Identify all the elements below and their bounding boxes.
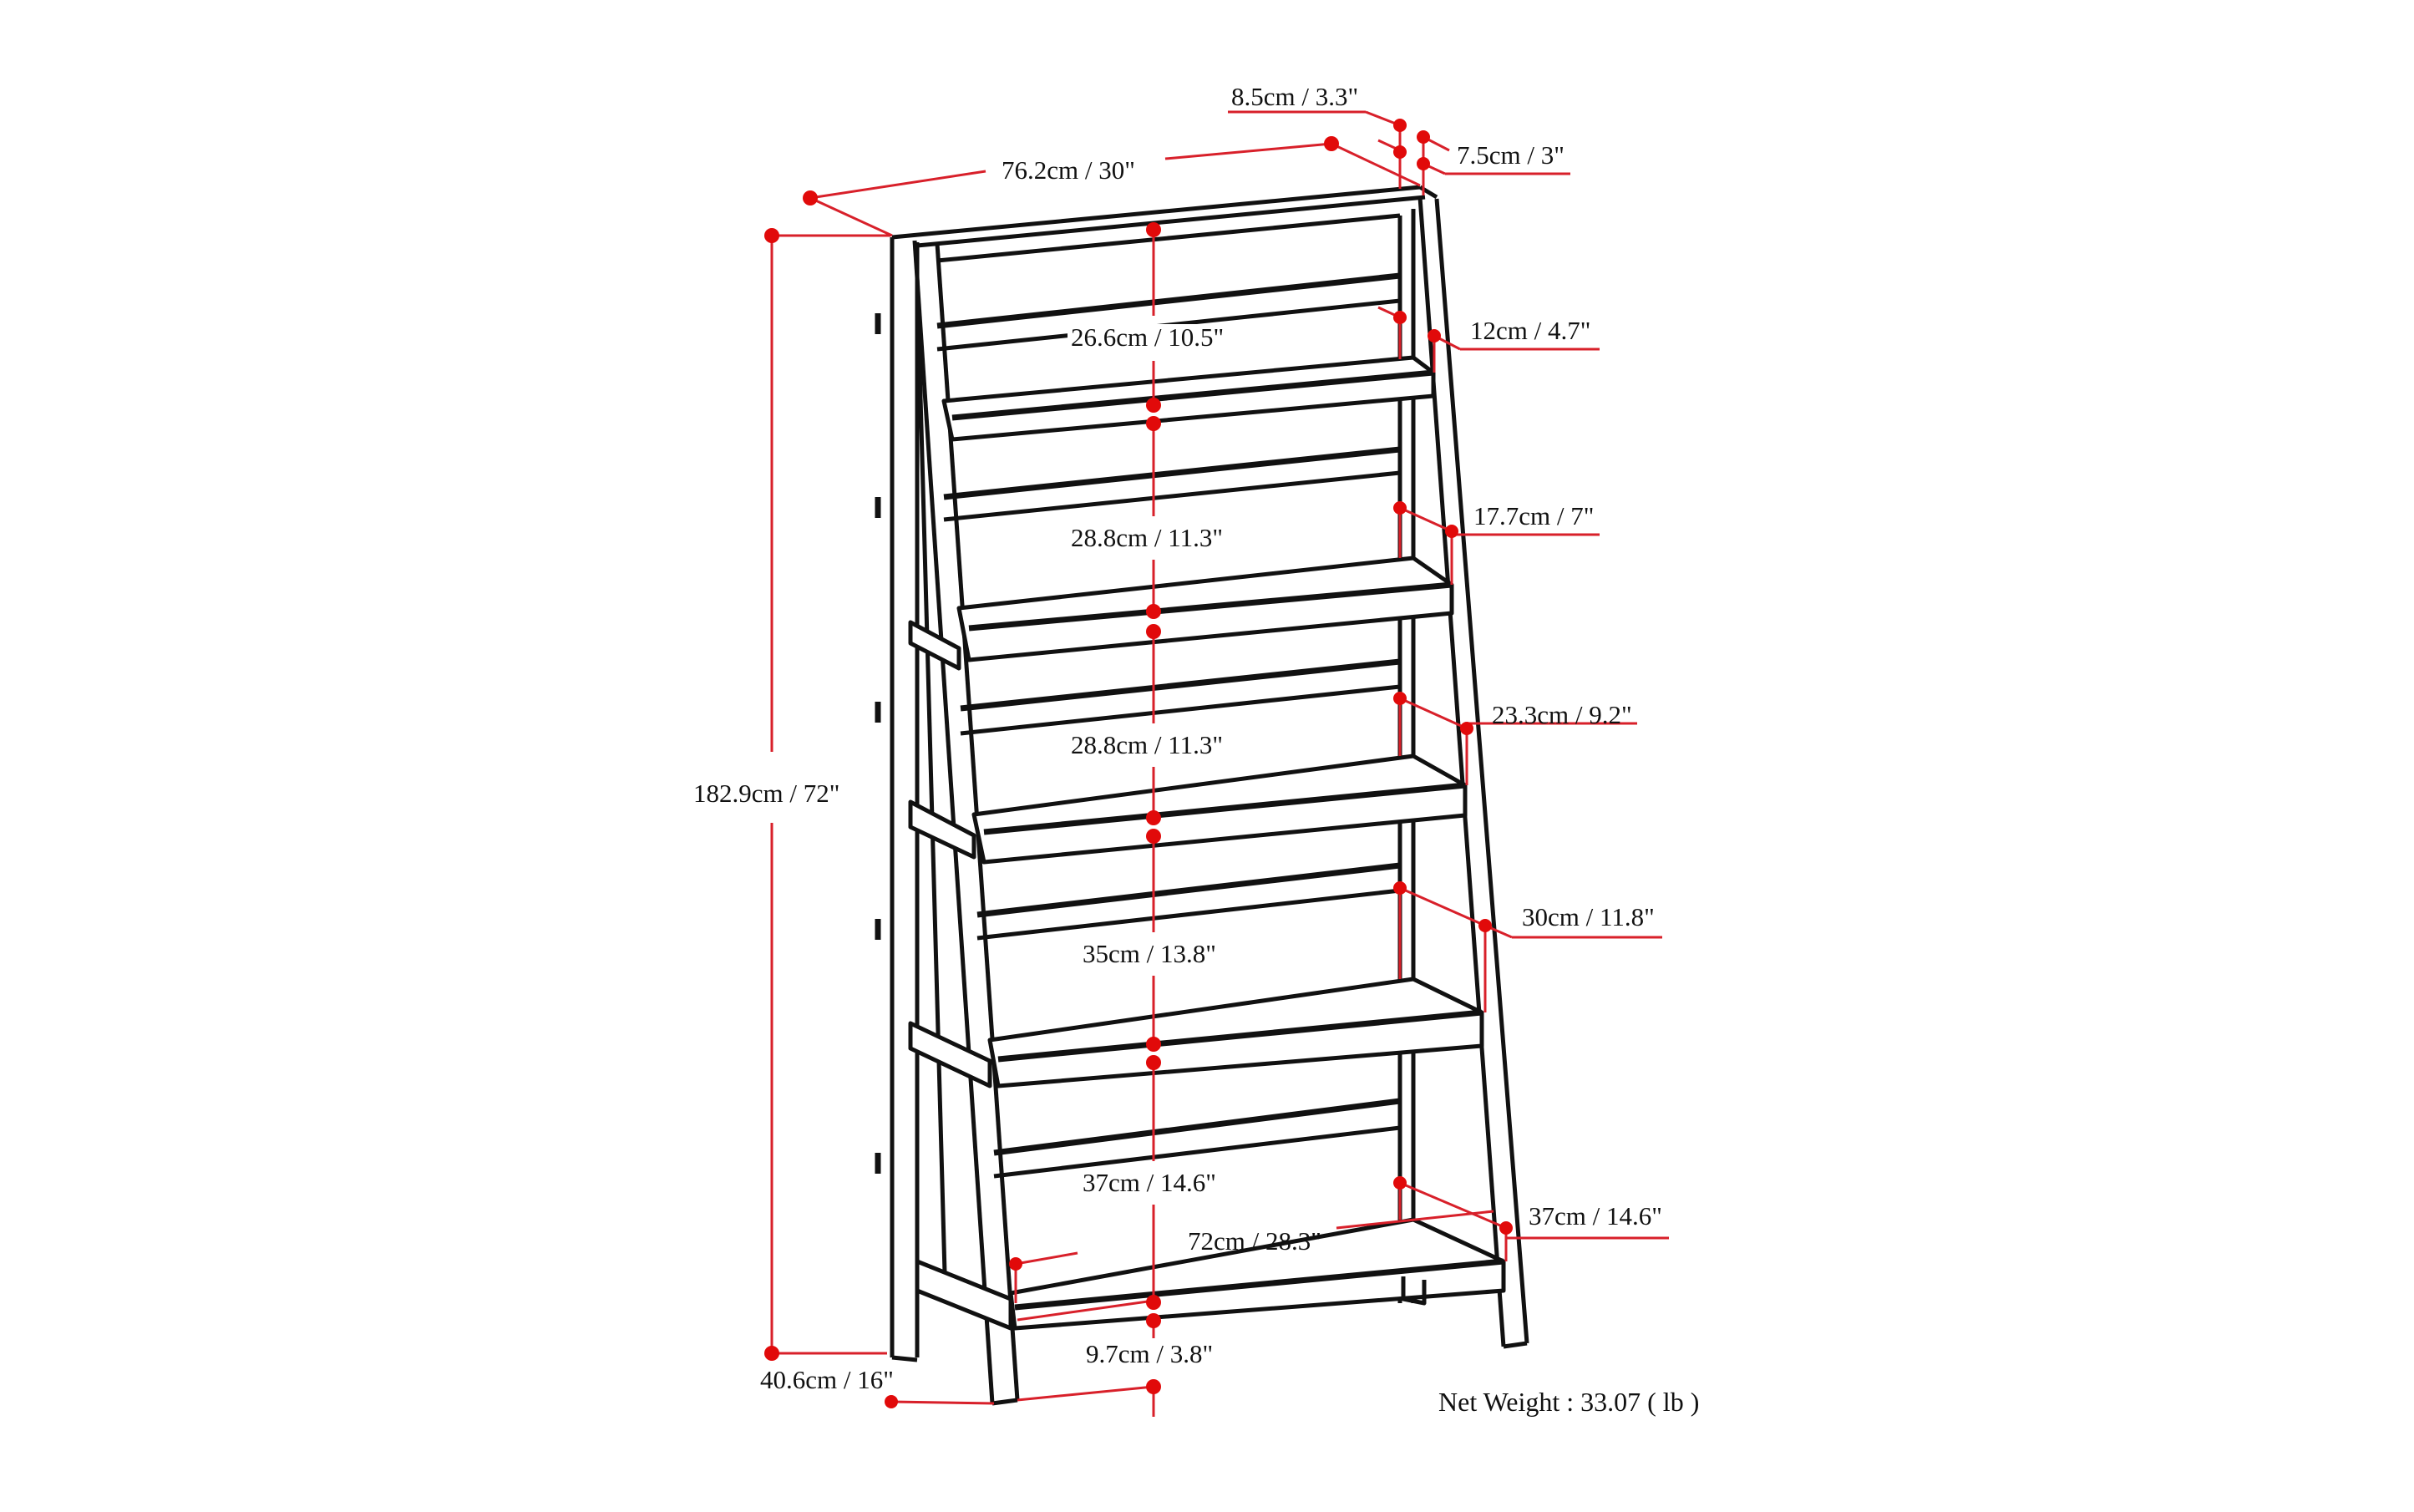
label-shelf-depth-5: 37cm / 14.6": [1529, 1201, 1662, 1230]
net-weight-label: Net Weight : 33.07 ( lb ): [1438, 1387, 1700, 1417]
label-overall-width: 76.2cm / 30": [1002, 155, 1135, 185]
label-shelf-depth-3: 23.3cm / 9.2": [1492, 700, 1632, 729]
label-bottom-shelf-width: 72cm / 28.3": [1188, 1226, 1321, 1256]
label-clearance-4: 35cm / 13.8": [1079, 941, 1220, 967]
label-top-post-width: 7.5cm / 3": [1457, 140, 1565, 170]
label-shelf-depth-1: 12cm / 4.7": [1470, 316, 1591, 345]
label-clearance-5: 37cm / 14.6": [1079, 1170, 1220, 1195]
label-overall-depth: 40.6cm / 16": [760, 1365, 894, 1394]
label-bottom-clearance: 9.7cm / 3.8": [1086, 1339, 1214, 1368]
bookshelf-outline: [875, 185, 1529, 1406]
label-clearance-2: 28.8cm / 11.3": [1068, 525, 1226, 551]
label-shelf-depth-4: 30cm / 11.8": [1522, 902, 1655, 931]
label-clearance-1: 26.6cm / 10.5": [1068, 324, 1228, 350]
dimension-dots: [764, 119, 1513, 1408]
label-shelf-depth-2: 17.7cm / 7": [1473, 501, 1595, 530]
label-top-post-depth: 8.5cm / 3.3": [1231, 82, 1359, 111]
label-overall-height: 182.9cm / 72": [693, 779, 840, 808]
label-clearance-3: 28.8cm / 11.3": [1068, 732, 1226, 758]
